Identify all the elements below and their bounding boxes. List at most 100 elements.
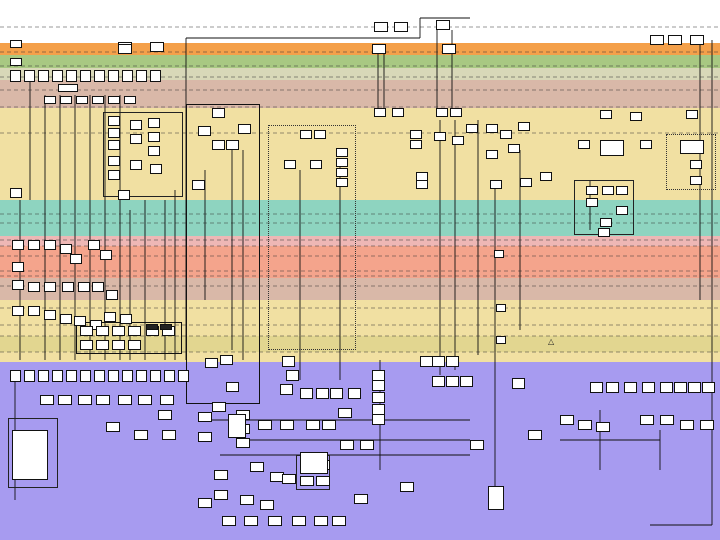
- process-box: [600, 140, 624, 156]
- process-box: [62, 282, 74, 292]
- process-box: [12, 430, 48, 480]
- process-box: [372, 414, 385, 425]
- swimlane-band-11: [0, 336, 720, 352]
- group-frame: [666, 134, 716, 190]
- process-box: [260, 500, 274, 510]
- process-box: [488, 486, 504, 510]
- process-box: [106, 422, 120, 432]
- process-box: [392, 108, 404, 117]
- process-box: [336, 148, 348, 157]
- process-box: [66, 370, 77, 382]
- process-box: [354, 494, 368, 504]
- process-box: [660, 382, 673, 393]
- process-box: [80, 326, 93, 336]
- process-box: [500, 130, 512, 139]
- process-box: [590, 382, 603, 393]
- process-box: [330, 388, 343, 399]
- process-box: [108, 156, 120, 166]
- process-box: [24, 370, 35, 382]
- process-box: [44, 282, 56, 292]
- process-box: [104, 312, 116, 322]
- process-box: [178, 370, 189, 382]
- process-box: [360, 440, 374, 450]
- process-box: [198, 412, 212, 422]
- process-box: [214, 490, 228, 500]
- process-box: [496, 304, 506, 312]
- process-box: [300, 388, 313, 399]
- process-box: [24, 70, 35, 82]
- process-box: [540, 172, 552, 181]
- process-box: [128, 340, 141, 350]
- process-box: [490, 180, 502, 189]
- process-box: [150, 70, 161, 82]
- process-box: [158, 410, 172, 420]
- process-box: [150, 370, 161, 382]
- process-box: [120, 314, 132, 324]
- process-box: [336, 178, 348, 187]
- process-box: [432, 376, 445, 387]
- process-box: [60, 314, 72, 324]
- process-box: [244, 516, 258, 526]
- process-box: [436, 20, 450, 30]
- process-box: [38, 70, 49, 82]
- process-box: [228, 414, 246, 438]
- process-box: [96, 326, 109, 336]
- process-box: [300, 130, 312, 139]
- process-box: [78, 395, 92, 405]
- process-box: [28, 306, 40, 316]
- process-box: [432, 356, 445, 367]
- process-box: [60, 96, 72, 104]
- process-box: [508, 144, 520, 153]
- process-box: [416, 180, 428, 189]
- process-box: [236, 438, 250, 448]
- header-box: [160, 324, 172, 330]
- process-box: [148, 146, 160, 156]
- swimlane-band-12: [0, 352, 720, 362]
- process-box: [528, 430, 542, 440]
- process-box: [280, 384, 293, 395]
- process-box: [198, 498, 212, 508]
- process-box: [446, 376, 459, 387]
- process-box: [148, 118, 160, 128]
- process-box: [108, 116, 120, 126]
- process-box: [586, 186, 598, 195]
- process-box: [198, 432, 212, 442]
- process-box: [222, 516, 236, 526]
- process-box: [60, 244, 72, 254]
- process-box: [286, 370, 299, 381]
- process-box: [80, 340, 93, 350]
- process-box: [630, 112, 642, 121]
- process-box: [394, 22, 408, 32]
- process-box: [198, 126, 211, 136]
- process-box: [138, 395, 152, 405]
- process-box: [192, 180, 205, 190]
- process-box: [220, 355, 233, 365]
- process-box: [80, 70, 91, 82]
- process-box: [268, 516, 282, 526]
- process-box: [106, 290, 118, 300]
- process-box: [108, 128, 120, 138]
- header-box: [146, 324, 158, 330]
- process-box: [124, 96, 136, 104]
- process-box: [578, 140, 590, 149]
- process-box: [494, 250, 504, 258]
- process-box: [452, 136, 464, 145]
- process-box: [650, 35, 664, 45]
- process-box: [578, 420, 592, 430]
- process-box: [40, 395, 54, 405]
- process-box: [12, 306, 24, 316]
- process-box: [212, 402, 226, 412]
- process-box: [300, 476, 314, 486]
- swimlane-band-9: [0, 278, 720, 300]
- process-box: [92, 282, 104, 292]
- process-box: [340, 440, 354, 450]
- process-box: [70, 254, 82, 264]
- process-box: [78, 282, 90, 292]
- process-box: [606, 382, 619, 393]
- process-box: [122, 70, 133, 82]
- process-box: [690, 176, 702, 185]
- process-box: [336, 158, 348, 167]
- process-box: [600, 218, 612, 227]
- process-box: [112, 340, 125, 350]
- process-box: [512, 378, 525, 389]
